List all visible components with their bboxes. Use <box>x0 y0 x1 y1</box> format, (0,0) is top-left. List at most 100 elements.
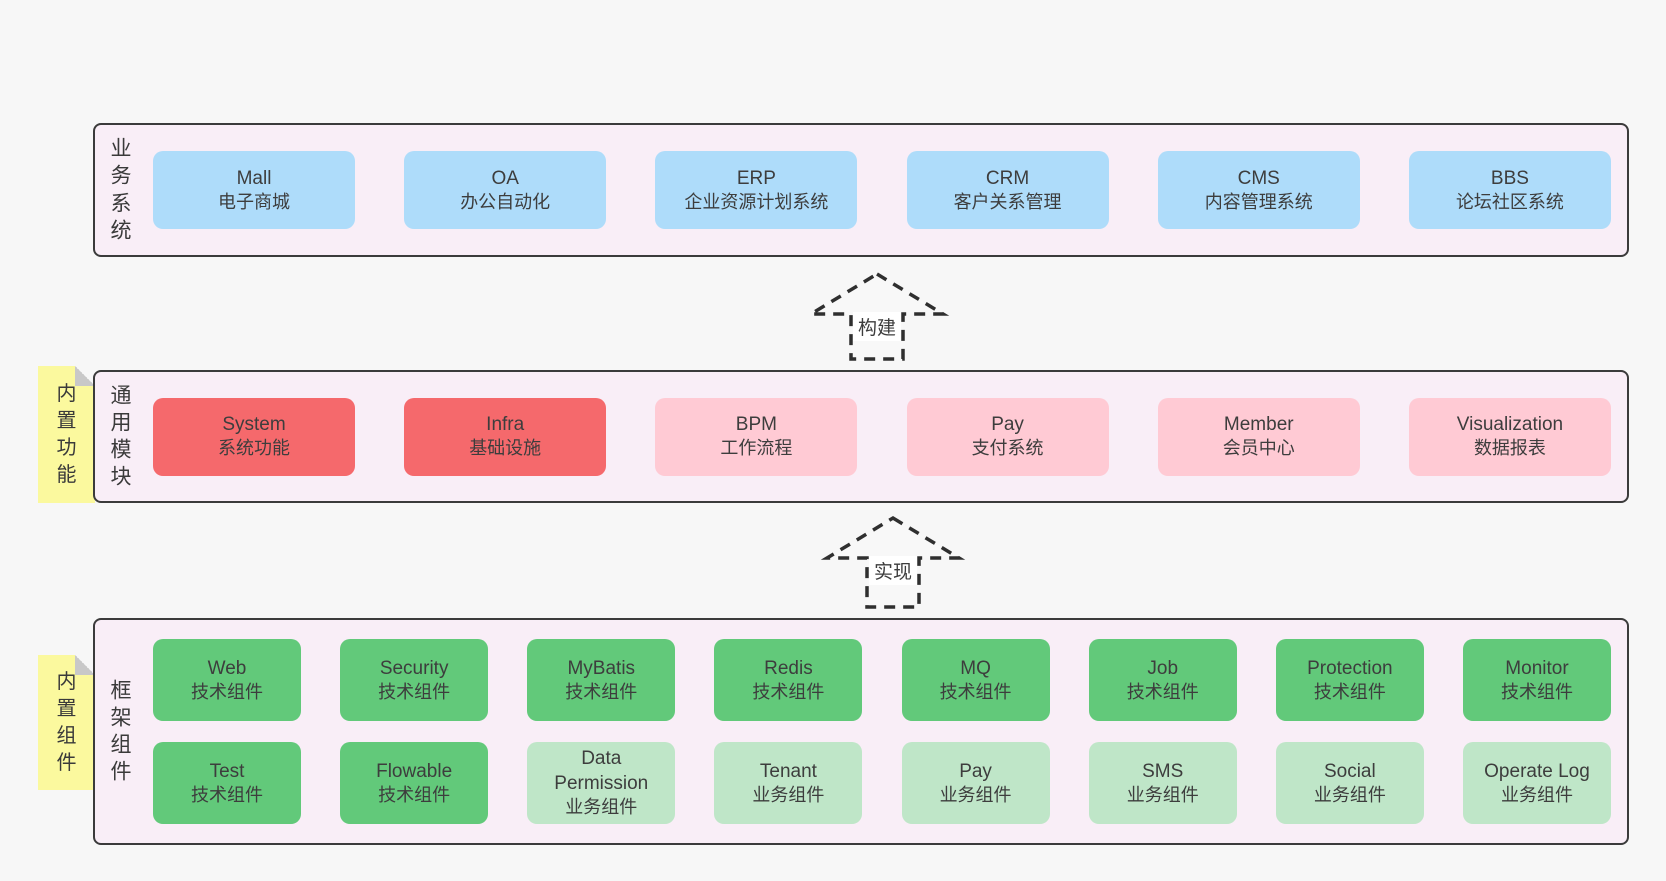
band-label-framework-components: 框架组件 <box>110 678 132 784</box>
module-box-title: Redis <box>764 657 813 679</box>
module-box-title: Member <box>1223 414 1294 436</box>
module-box-title: BPM <box>735 414 777 436</box>
module-box-title: CRM <box>985 167 1030 189</box>
module-box-title: Monitor <box>1505 657 1569 679</box>
module-box-subtitle: 业务组件 <box>1313 784 1386 805</box>
module-box-title: Flowable <box>376 760 453 782</box>
module-box-subtitle: 业务组件 <box>939 784 1012 805</box>
module-box-subtitle: 内容管理系统 <box>1204 191 1313 212</box>
module-box-subtitle: 数据报表 <box>1473 438 1546 459</box>
sticky-note-label: 内置组件 <box>56 670 77 774</box>
module-box-subtitle: 技术组件 <box>565 681 638 702</box>
module-box-title: Operate Log <box>1484 760 1590 782</box>
module-box-subtitle: 系统功能 <box>218 438 290 459</box>
module-box-subtitle: 业务组件 <box>565 797 638 818</box>
module-box-title: Web <box>207 657 247 679</box>
module-box-title: MQ <box>960 657 991 679</box>
module-box-subtitle: 业务组件 <box>752 784 825 805</box>
module-box-subtitle: 会员中心 <box>1222 438 1295 459</box>
arrow-implement: 实现 <box>818 514 968 610</box>
module-box-title: Visualization <box>1456 414 1564 436</box>
module-box-title: Social <box>1323 760 1376 782</box>
module-box-title: Data Permission <box>554 748 649 795</box>
module-box-subtitle: 论坛社区系统 <box>1455 191 1564 212</box>
module-box-subtitle: 业务组件 <box>1126 784 1199 805</box>
module-box-title: Pay <box>991 414 1024 436</box>
arrow-build: 构建 <box>802 270 952 362</box>
module-box-title: Tenant <box>759 760 817 782</box>
module-box-title: OA <box>491 167 519 189</box>
sticky-note-label: 内置功能 <box>56 382 77 486</box>
module-box-title: BBS <box>1490 167 1529 189</box>
module-box-title: Test <box>209 760 245 782</box>
module-box-title: Security <box>379 657 449 679</box>
module-box-subtitle: 技术组件 <box>752 681 825 702</box>
arrow-build-label: 构建 <box>852 312 902 341</box>
module-box-title: Infra <box>486 414 525 436</box>
module-box-subtitle: 业务组件 <box>1500 784 1573 805</box>
band-label-business-systems: 业务系统 <box>110 137 132 243</box>
arrow-implement-label: 实现 <box>868 556 918 585</box>
module-box-subtitle: 办公自动化 <box>460 191 551 212</box>
module-box-subtitle: 技术组件 <box>1126 681 1199 702</box>
module-box-subtitle: 技术组件 <box>378 681 451 702</box>
module-box-subtitle: 企业资源计划系统 <box>684 191 829 212</box>
module-box-title: System <box>222 414 286 436</box>
module-box-title: CMS <box>1237 167 1280 189</box>
module-box-title: MyBatis <box>567 657 636 679</box>
module-box-title: Job <box>1147 657 1179 679</box>
module-box-title: SMS <box>1142 760 1184 782</box>
module-box-subtitle: 技术组件 <box>191 681 263 702</box>
module-box-title: Protection <box>1307 657 1393 679</box>
module-box-subtitle: 技术组件 <box>191 784 263 805</box>
band-label-common-modules: 通用模块 <box>110 383 132 489</box>
module-box-subtitle: 技术组件 <box>378 784 451 805</box>
sticky-note-built-in-features: 内置功能 <box>38 366 95 503</box>
module-box-subtitle: 技术组件 <box>939 681 1012 702</box>
module-box-title: Mall <box>236 167 272 189</box>
module-box-subtitle: 技术组件 <box>1500 681 1573 702</box>
sticky-note-built-in-components: 内置组件 <box>38 655 95 790</box>
module-box-title: ERP <box>736 167 776 189</box>
module-box-subtitle: 客户关系管理 <box>953 191 1062 212</box>
module-box-subtitle: 电子商城 <box>218 191 290 212</box>
module-box-subtitle: 支付系统 <box>971 438 1044 459</box>
